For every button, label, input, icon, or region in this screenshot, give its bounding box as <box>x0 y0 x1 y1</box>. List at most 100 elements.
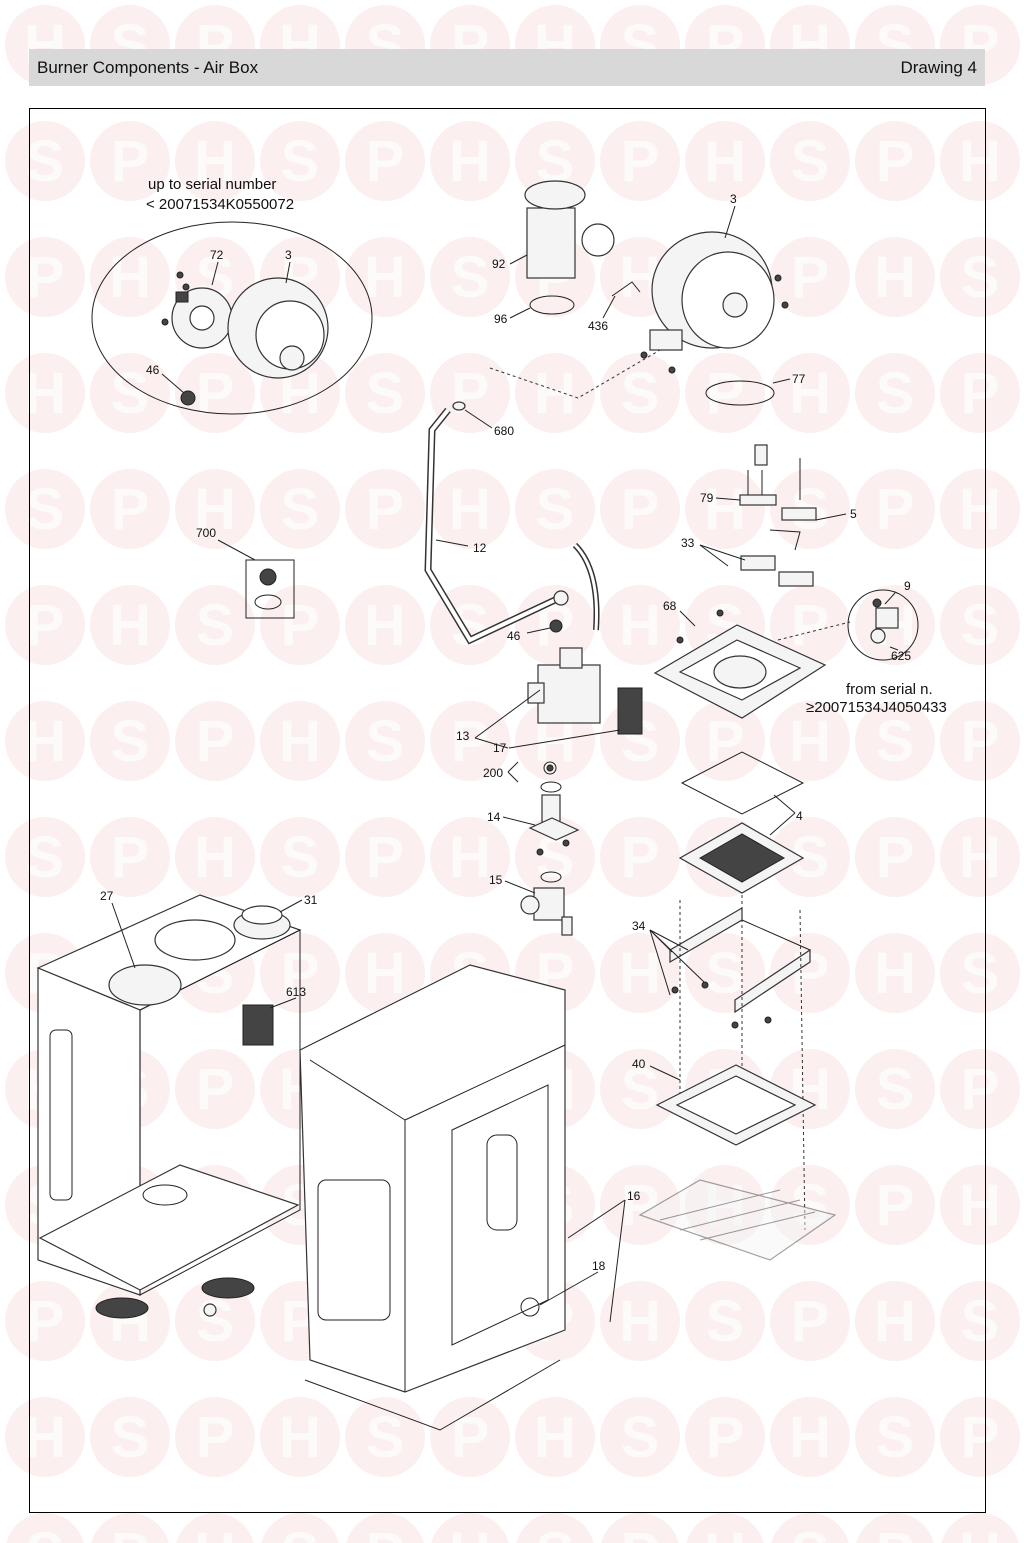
label-40: 40 <box>632 1057 646 1071</box>
watermark-letter: P <box>876 477 915 542</box>
watermark-letter: H <box>704 1173 746 1238</box>
watermark-letter: P <box>451 709 490 774</box>
watermark-circle <box>431 1513 509 1543</box>
watermark-letter: P <box>621 477 660 542</box>
watermark-circle <box>175 585 255 665</box>
watermark-letter: H <box>789 709 831 774</box>
watermark-letter: H <box>279 709 321 774</box>
label-17: 17 <box>493 741 507 755</box>
watermark-letter: S <box>451 245 490 310</box>
watermark-circle <box>175 817 255 897</box>
watermark-circle <box>770 1165 850 1245</box>
watermark-circle <box>260 121 340 201</box>
watermark-circle <box>940 1049 1020 1129</box>
watermark-circle <box>600 353 680 433</box>
watermark-circle <box>600 1397 680 1477</box>
label-9: 9 <box>904 579 911 593</box>
watermark-circle <box>175 1397 255 1477</box>
watermark-circle <box>685 701 765 781</box>
electrodes-79-5 <box>739 444 817 587</box>
label-15: 15 <box>489 873 503 887</box>
watermark-letter: S <box>26 1521 65 1543</box>
label-12: 12 <box>473 541 487 555</box>
watermark-letter: H <box>874 1289 916 1354</box>
watermark-circle <box>940 469 1020 549</box>
label-33: 33 <box>681 536 695 550</box>
watermark-letter: H <box>619 1289 661 1354</box>
watermark-letter: H <box>24 361 66 426</box>
label-31: 31 <box>304 893 318 907</box>
watermark-circle <box>686 1513 764 1543</box>
watermark-circle <box>175 121 255 201</box>
watermark-circle <box>345 237 425 317</box>
seal-kit-box <box>245 559 295 619</box>
watermark-circle <box>940 701 1020 781</box>
watermark-circle <box>600 1049 680 1129</box>
watermark-letter: H <box>24 1405 66 1470</box>
watermark-circle <box>345 585 425 665</box>
watermark-letter: P <box>791 593 830 658</box>
watermark-letter: S <box>26 477 65 542</box>
watermark-letter: S <box>961 941 1000 1006</box>
label-46: 46 <box>507 629 521 643</box>
watermark-letter: P <box>876 129 915 194</box>
gas-valve-13 <box>527 647 643 735</box>
label-34: 34 <box>632 919 646 933</box>
watermark-circle <box>90 701 170 781</box>
fitting-15 <box>520 887 573 936</box>
watermark-letter: H <box>959 1173 1001 1238</box>
watermark-circle <box>90 121 170 201</box>
watermark-letter: H <box>24 709 66 774</box>
watermark-letter: H <box>619 941 661 1006</box>
watermark-circle <box>856 1513 934 1543</box>
watermark-circle <box>346 1513 424 1543</box>
watermark-circle <box>5 585 85 665</box>
watermark-letter: H <box>109 245 151 310</box>
label-5: 5 <box>850 507 857 521</box>
watermark-circle <box>855 121 935 201</box>
watermark-circle <box>855 1165 935 1245</box>
watermark-circle <box>601 1513 679 1543</box>
watermark-circle <box>176 1513 254 1543</box>
watermark-letter: S <box>876 1405 915 1470</box>
watermark-circle <box>175 353 255 433</box>
watermark-circle <box>685 469 765 549</box>
watermark-letter: H <box>619 593 661 658</box>
gas-pipe-12 <box>424 401 600 645</box>
label-77: 77 <box>792 372 806 386</box>
watermark-letter: S <box>366 1405 405 1470</box>
watermark-circle <box>600 1165 680 1245</box>
watermark-circle <box>685 1397 765 1477</box>
watermark-letter: S <box>961 245 1000 310</box>
watermark-circle <box>430 469 510 549</box>
watermark-circle <box>855 1281 935 1361</box>
watermark-letter: P <box>621 825 660 890</box>
watermark-letter: P <box>366 477 405 542</box>
watermark-letter: H <box>959 1521 1001 1543</box>
label-13: 13 <box>456 729 470 743</box>
watermark-letter: H <box>704 477 746 542</box>
watermark-letter: P <box>366 825 405 890</box>
watermark-circle <box>600 1281 680 1361</box>
label-27: 27 <box>100 889 114 903</box>
flange-14 <box>528 794 580 856</box>
label-4: 4 <box>796 809 803 823</box>
watermark-letter: H <box>194 825 236 890</box>
watermark-circle <box>940 353 1020 433</box>
watermark-circle <box>345 353 425 433</box>
watermark-letter: S <box>366 709 405 774</box>
watermark-circle <box>430 701 510 781</box>
watermark-letter: S <box>706 1289 745 1354</box>
watermark-letter: S <box>876 709 915 774</box>
label-96: 96 <box>494 312 508 326</box>
watermark-letter: P <box>281 593 320 658</box>
watermark-letter: H <box>194 129 236 194</box>
watermark-letter: H <box>874 941 916 1006</box>
watermark-circle <box>771 1513 849 1543</box>
watermark-letter: P <box>706 1405 745 1470</box>
watermark-circle <box>345 701 425 781</box>
watermark-letter: P <box>26 1289 65 1354</box>
watermark-letter: S <box>706 941 745 1006</box>
watermark-circle <box>430 1397 510 1477</box>
watermark-letter: P <box>621 1521 660 1543</box>
